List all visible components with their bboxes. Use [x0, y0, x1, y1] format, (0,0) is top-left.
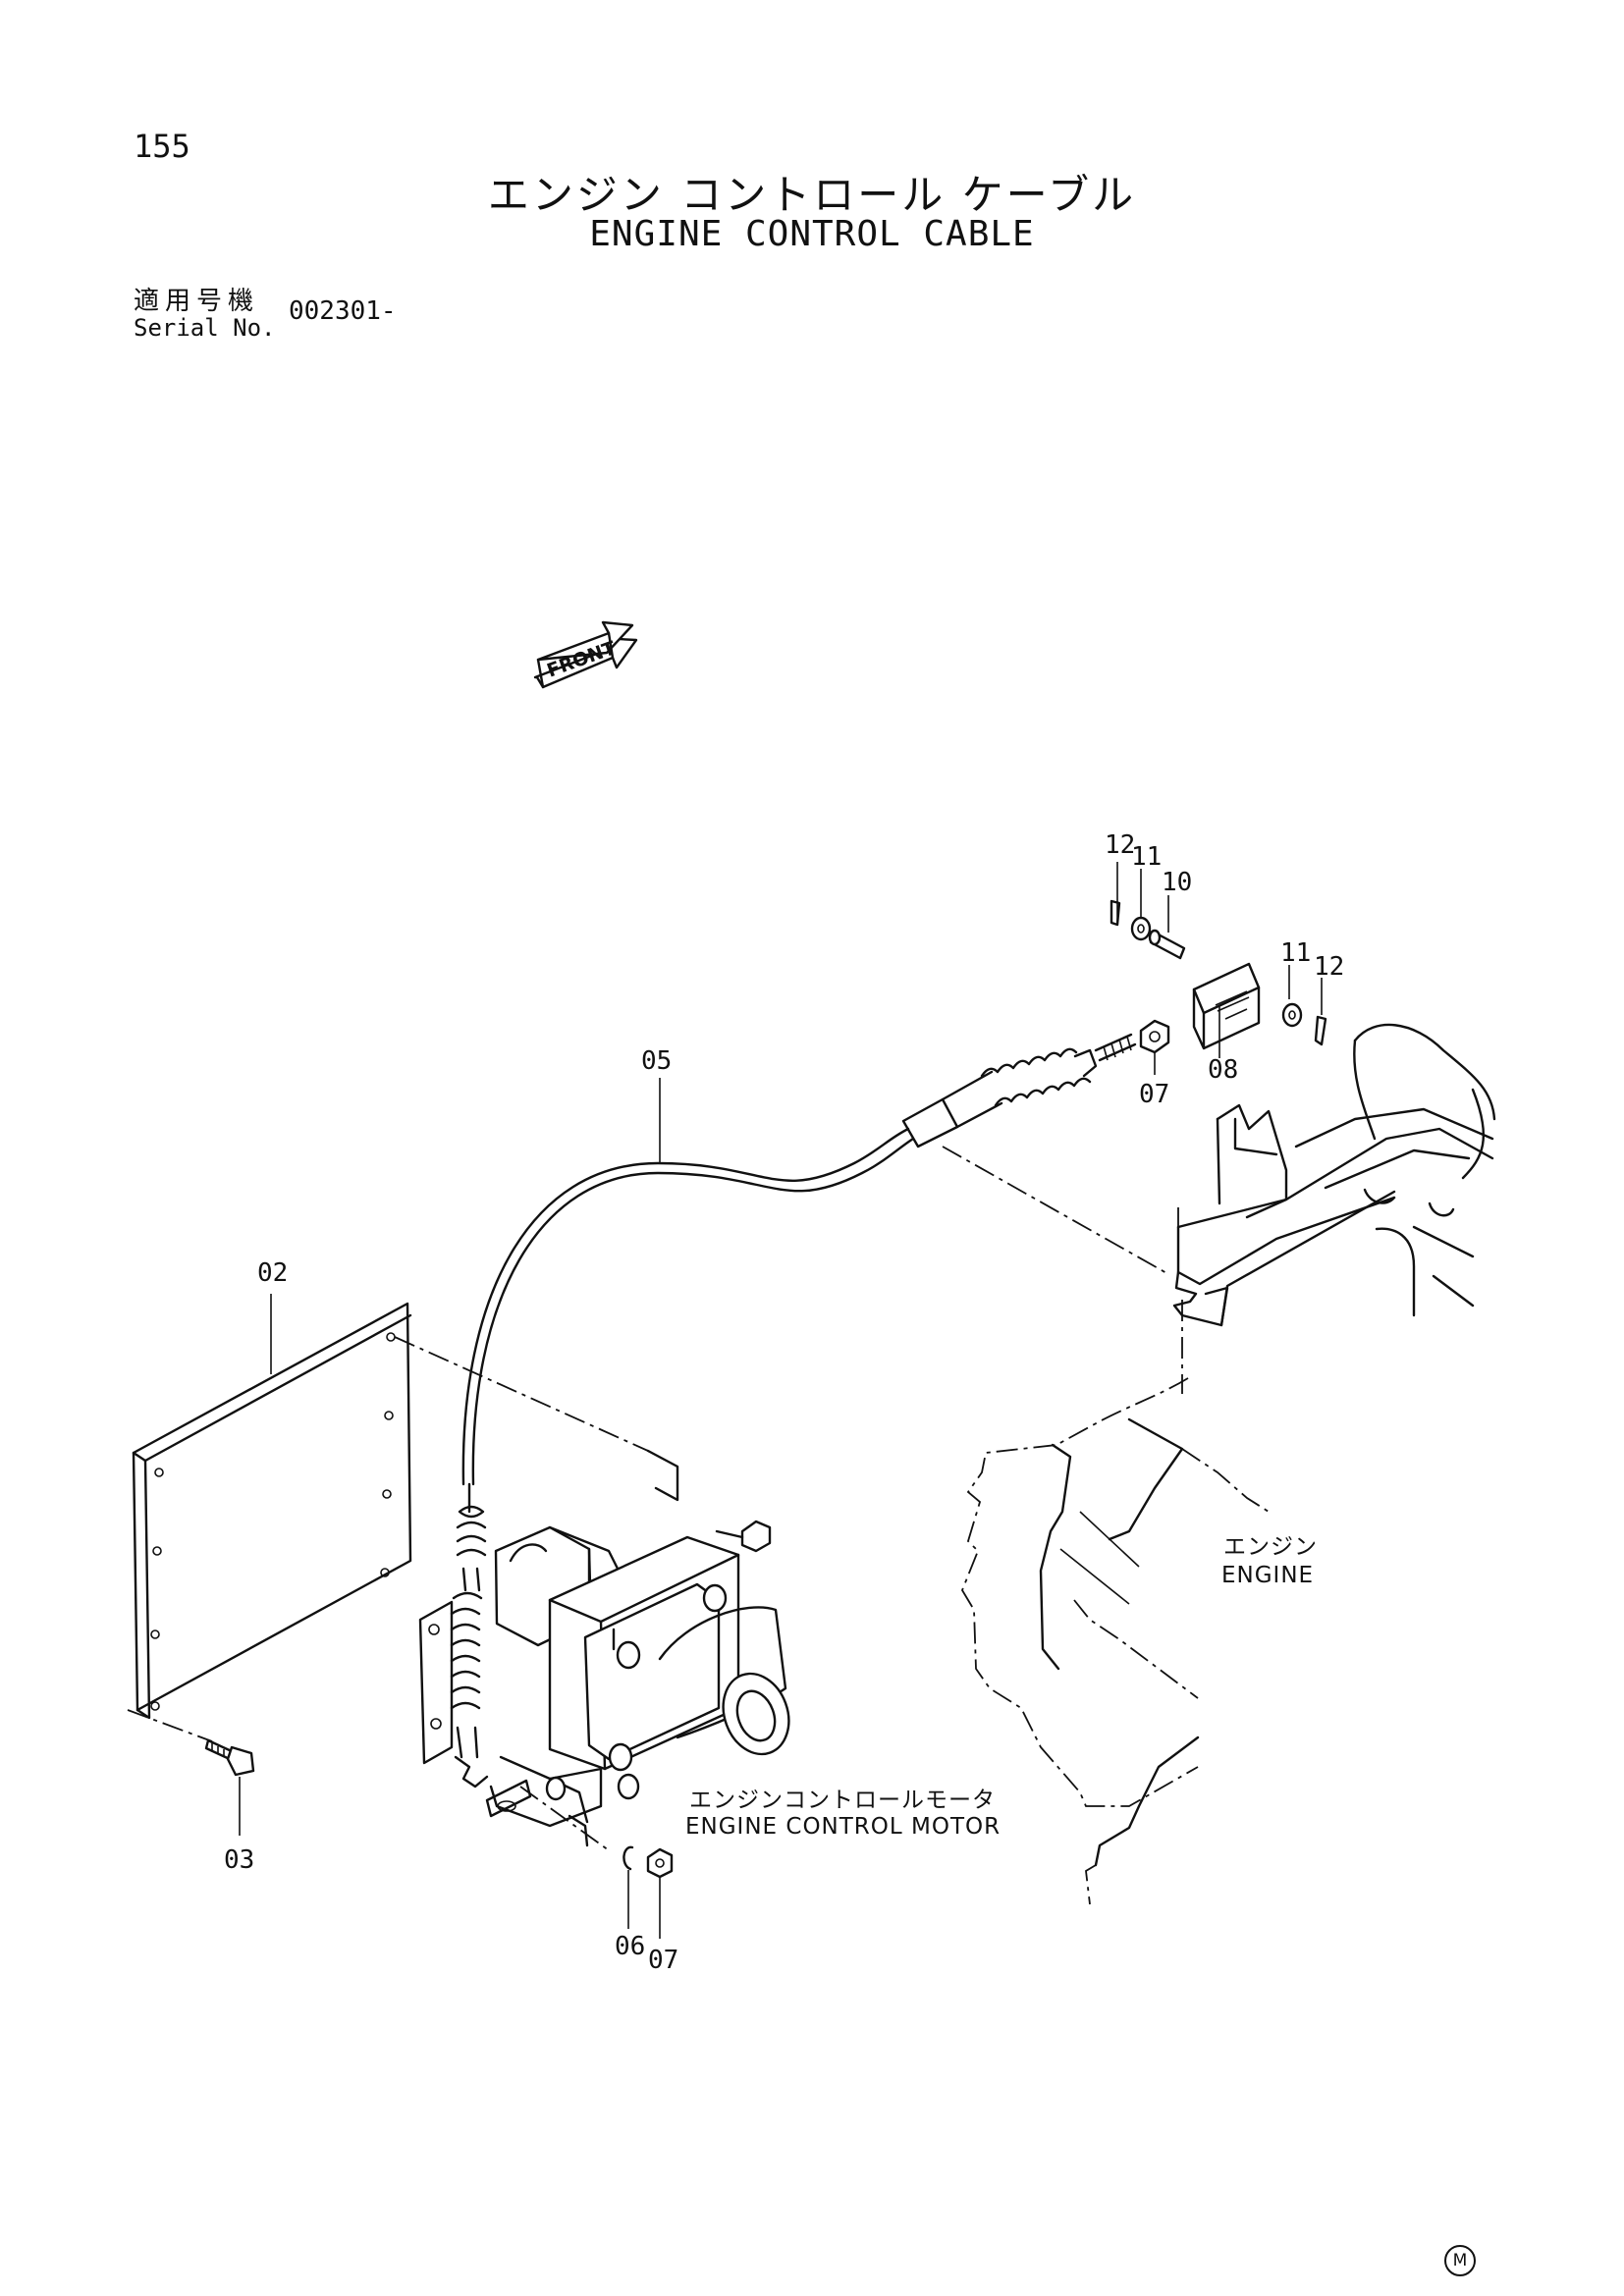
rod-end-part-08 — [1192, 962, 1261, 1050]
callout-02: 02 — [257, 1258, 289, 1288]
serial-label-japanese: 適用号機 — [134, 287, 260, 316]
footer-m-mark-icon: M — [1444, 2245, 1476, 2276]
front-arrow-icon: FRONT — [533, 620, 638, 689]
plate-part-02 — [132, 1302, 412, 1720]
callout-06: 06 — [615, 1932, 646, 1961]
mount-bolt — [715, 1520, 772, 1553]
engine-outline — [960, 1377, 1270, 1905]
engine-bracket — [1172, 1023, 1496, 1327]
callout-12-lower: 12 — [1314, 952, 1345, 982]
callout-08: 08 — [1208, 1055, 1239, 1085]
nut-part-07-lower — [646, 1847, 674, 1879]
callout-07-lower: 07 — [648, 1946, 679, 1975]
cable-end-bellows — [901, 1033, 1137, 1148]
callout-10: 10 — [1162, 868, 1193, 897]
pin-part-10 — [1148, 929, 1186, 960]
callout-05: 05 — [641, 1046, 673, 1076]
engine-control-motor — [418, 1449, 790, 1847]
clip-part-06 — [623, 1845, 634, 1871]
engine-label-english: ENGINE — [1221, 1563, 1315, 1588]
callout-11-lower: 11 — [1280, 938, 1312, 968]
washer-part-11-lower — [1281, 1002, 1303, 1028]
nut-part-07-upper — [1139, 1019, 1170, 1054]
alignment-lines — [127, 1146, 1183, 1851]
cotter-pin-part-12-upper — [1110, 899, 1121, 927]
callout-11-upper: 11 — [1131, 842, 1163, 872]
serial-value: 002301- — [289, 296, 397, 326]
callout-07-upper: 07 — [1139, 1080, 1170, 1109]
cotter-pin-part-12-lower — [1314, 1015, 1327, 1046]
bolt-part-03 — [204, 1738, 255, 1777]
washer-part-11-upper — [1130, 916, 1152, 941]
title-english: ENGINE CONTROL CABLE — [589, 214, 1035, 254]
page-number: 155 — [134, 128, 190, 165]
serial-label-english: Serial No. — [134, 314, 276, 342]
control-cable-part-05 — [461, 1127, 915, 1486]
callout-12-upper: 12 — [1105, 830, 1136, 860]
callout-03: 03 — [224, 1845, 255, 1875]
motor-label-japanese: エンジンコントロールモータ — [689, 1788, 996, 1813]
title-japanese: エンジン コントロール ケーブル — [487, 171, 1137, 219]
motor-label-english: ENGINE CONTROL MOTOR — [685, 1814, 1001, 1840]
engine-label-japanese: エンジン — [1223, 1534, 1318, 1560]
